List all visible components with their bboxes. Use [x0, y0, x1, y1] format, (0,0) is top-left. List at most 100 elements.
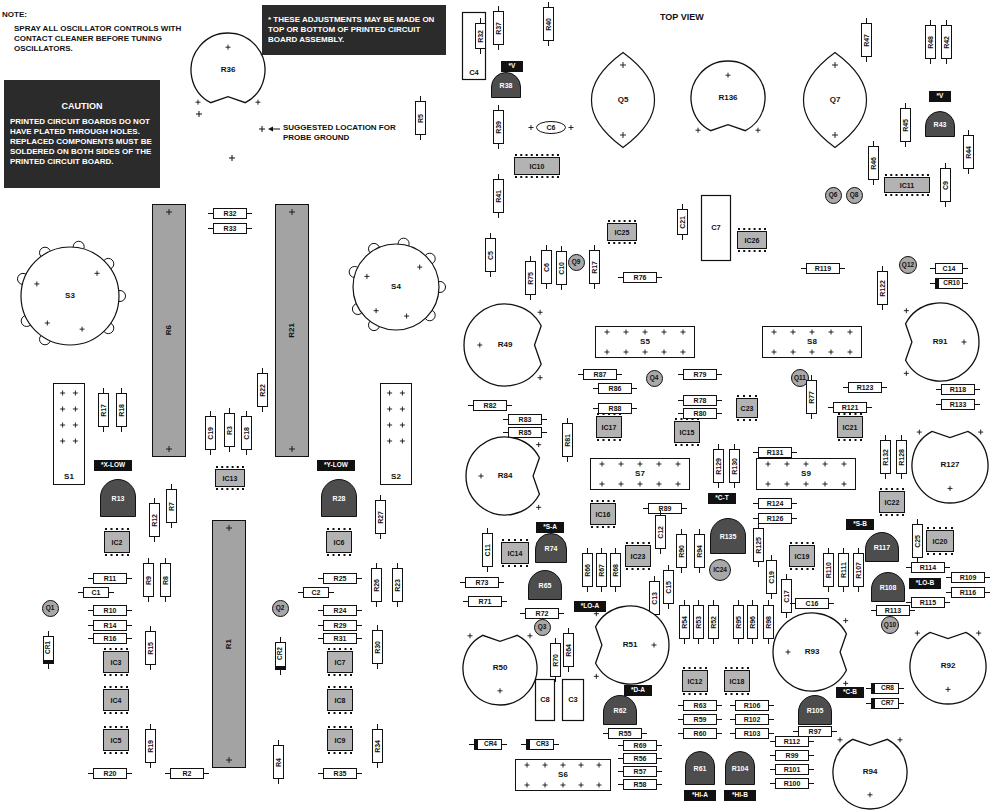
lead-wire: [618, 758, 623, 759]
plus-mark: [73, 407, 78, 412]
plus-mark: [196, 100, 201, 105]
resistor-body: [912, 562, 945, 572]
plus-mark: [786, 650, 791, 655]
pot-body: [463, 635, 537, 705]
resistor-body: [116, 394, 126, 427]
lead-wire: [380, 534, 381, 539]
ic-pin: [885, 194, 887, 196]
part-designator: C4: [469, 69, 479, 77]
resistor: C17: [781, 579, 792, 613]
lead-wire: [632, 388, 637, 389]
lead-wire: [318, 625, 323, 626]
lead-wire: [968, 169, 969, 174]
ic-pin: [334, 712, 336, 714]
diode-body: [475, 739, 502, 749]
resistor-body: [153, 204, 186, 456]
lead-wire: [873, 180, 874, 185]
ic-pin: [105, 528, 107, 530]
ic-pin: [624, 220, 626, 222]
lead-wire: [601, 548, 602, 553]
plus-mark: [624, 350, 629, 355]
part-designator: C19: [207, 427, 214, 440]
lead-wire: [377, 625, 378, 630]
resistor: R64: [563, 633, 574, 667]
tag-plate: [501, 61, 523, 72]
integrated-circuit: IC4: [103, 689, 129, 711]
resistor: C13: [649, 581, 660, 615]
resistor-body: [649, 582, 659, 615]
plus-mark: [289, 209, 295, 215]
part-designator: C23: [741, 405, 754, 412]
ic-pin: [619, 413, 621, 415]
part-designator: R55: [619, 730, 632, 737]
ic-pin: [557, 176, 559, 178]
lead-wire: [542, 432, 547, 433]
ic-pin: [742, 667, 744, 669]
plus-mark: [400, 407, 405, 412]
plus-mark: [226, 525, 232, 531]
resistor-body: [589, 251, 599, 284]
part-designator: R126: [767, 515, 784, 522]
plus-mark: [400, 423, 405, 428]
lead-wire: [643, 508, 648, 509]
tag-plate: [724, 790, 756, 801]
part-designator: R124: [767, 500, 784, 507]
resistor-body: [241, 417, 251, 450]
ic-pin: [700, 693, 702, 695]
tag-plate: [929, 91, 951, 102]
ic-pin: [557, 154, 559, 156]
resistor-body: [624, 740, 657, 750]
part-designator: R116: [960, 589, 976, 596]
ic-body: [104, 730, 129, 751]
ic-pin: [520, 154, 522, 156]
potentiometer: R91: [900, 302, 980, 382]
lead-wire: [298, 592, 303, 593]
resistor-body: [877, 272, 887, 305]
resistor: R17: [98, 393, 109, 427]
part-designator: R45: [902, 119, 909, 132]
plus-mark: [978, 430, 983, 435]
note-text: TOP VIEW: [660, 12, 704, 23]
plus-mark: [962, 340, 967, 345]
lead-wire: [530, 295, 531, 300]
part-designator: IC8: [335, 697, 346, 704]
resistor-body: [663, 571, 673, 604]
resistor-body: [509, 414, 542, 424]
lead-wire: [713, 639, 714, 644]
lead-wire: [376, 602, 377, 607]
capacitor-body: [536, 680, 555, 721]
ic-pin: [812, 542, 814, 544]
resistor-body: [543, 8, 553, 41]
diode-band: [275, 666, 286, 670]
diode: CR3: [526, 739, 554, 750]
lead-wire: [790, 603, 795, 604]
ic-body: [216, 470, 245, 487]
resistor: R42: [941, 25, 952, 59]
ic-body: [838, 417, 863, 438]
part-designator: S3: [65, 292, 75, 300]
part-designator: R61: [694, 765, 707, 772]
part-designator: S7: [635, 470, 645, 478]
part-designator: Q1: [46, 605, 55, 612]
adjustment-tag: *LO-A: [574, 601, 606, 612]
resistor: R9: [143, 563, 154, 597]
ic-body: [515, 158, 560, 175]
resistor-body: [324, 633, 357, 643]
lead-wire: [587, 587, 588, 592]
ic-body: [328, 652, 353, 673]
resistor-body: [599, 403, 632, 413]
resistor: R45: [900, 108, 911, 142]
plus-mark: [543, 763, 548, 768]
resistor: R81: [562, 423, 573, 457]
lead-wire: [829, 603, 834, 604]
part-designator: C15: [665, 581, 672, 594]
diode-band: [526, 739, 530, 750]
ic-pin: [951, 527, 953, 529]
ic-pin: [906, 174, 908, 176]
lead-wire: [753, 503, 758, 504]
ic-pin: [115, 726, 117, 728]
part-designator: R53: [695, 616, 702, 629]
resistor-body: [776, 764, 809, 774]
lead-wire: [127, 625, 132, 626]
ic-pin: [333, 528, 335, 530]
